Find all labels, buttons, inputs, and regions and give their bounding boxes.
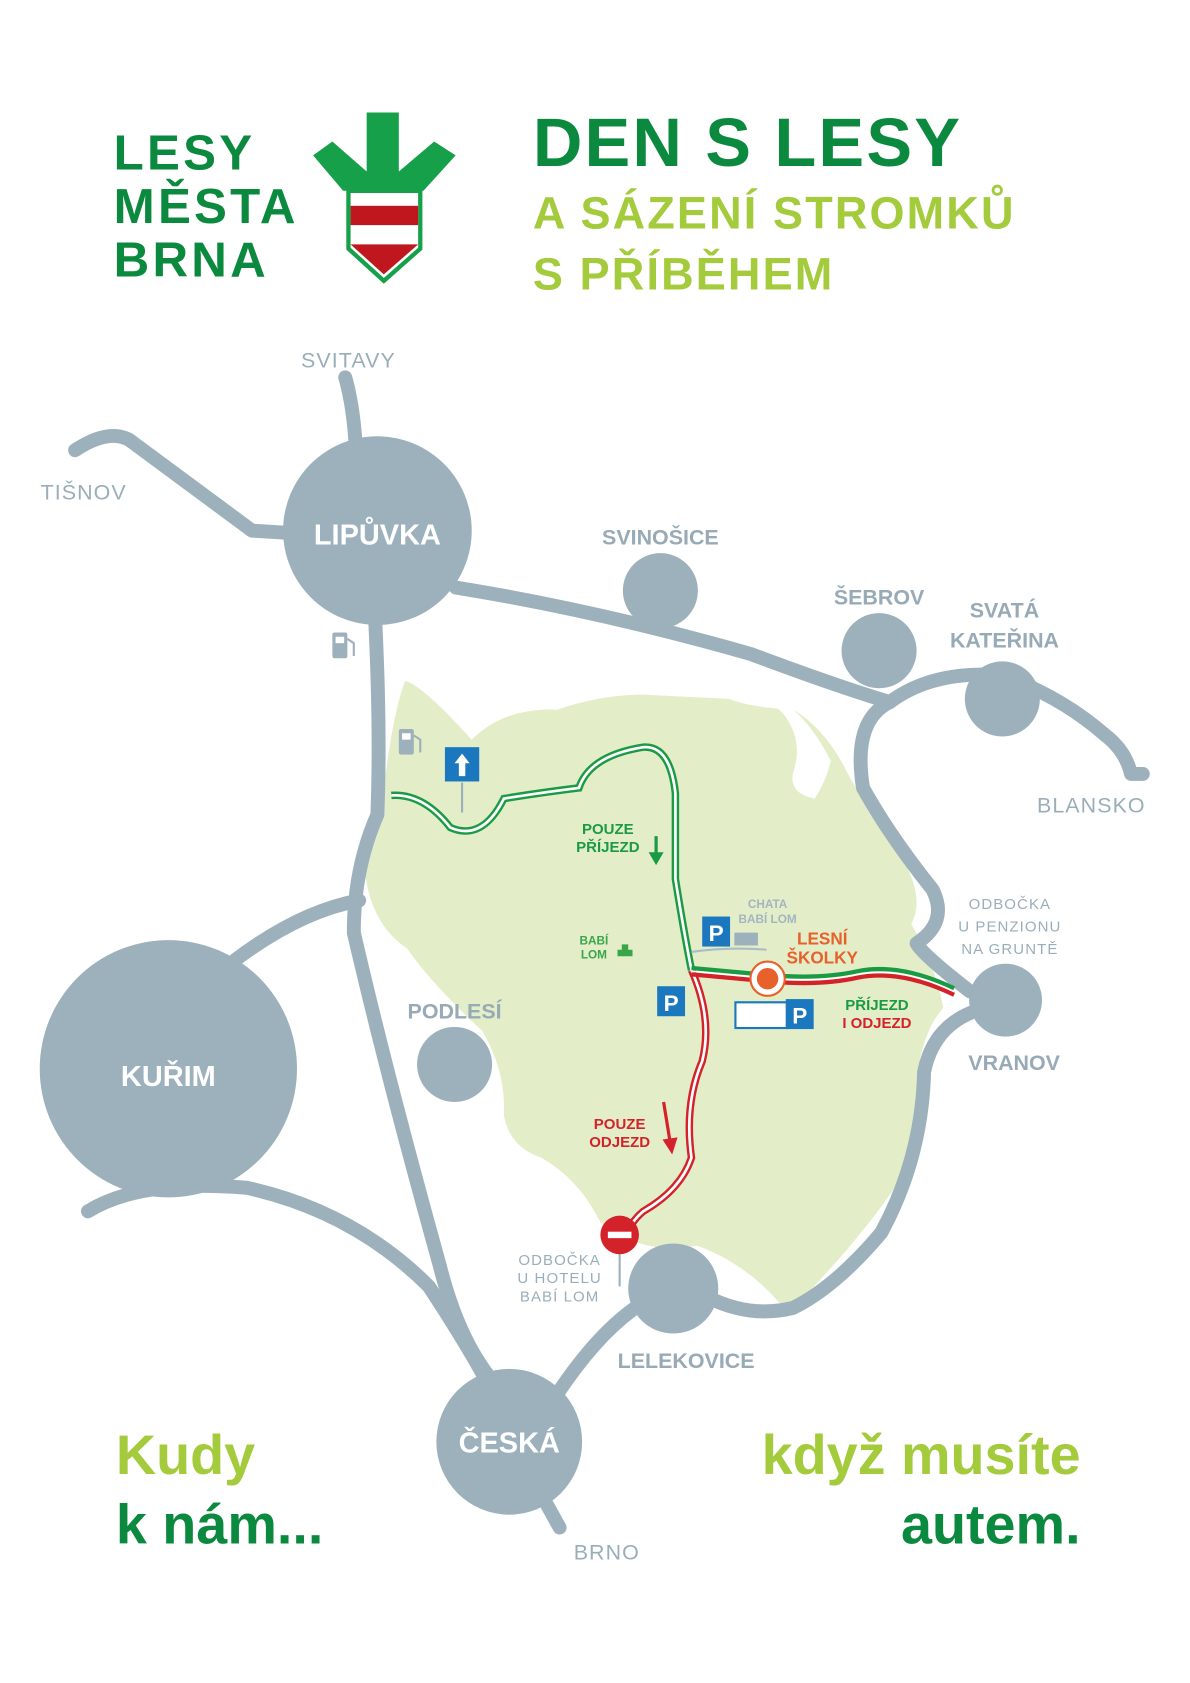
- roads: [68, 370, 1150, 1535]
- arrow-down-green-icon: [648, 836, 664, 866]
- route-arrival-only: [391, 743, 696, 971]
- town-label-podlesi: PODLESÍ: [408, 998, 503, 1023]
- chata-building-icon: [734, 932, 758, 946]
- one-way-sign-icon: [444, 747, 480, 813]
- parking-sign-icon: P: [702, 916, 731, 947]
- parking-label: P: [709, 921, 724, 946]
- direction-blansko: BLANSKO: [1037, 794, 1146, 818]
- title-sub-1: A SÁZENÍ STROMKŮ: [533, 184, 1016, 238]
- label-lesni-skolky-2: ŠKOLKY: [787, 948, 859, 968]
- label-hotel-1: ODBOČKA: [518, 1252, 601, 1269]
- label-babi-lom-2: LOM: [581, 948, 607, 961]
- label-pouze-prijezd-2: PŘÍJEZD: [576, 838, 640, 856]
- arrow-down-red-icon: [662, 1101, 678, 1155]
- logo: LESY MĚSTA BRNA: [114, 112, 456, 288]
- forest-clearing: [728, 695, 831, 799]
- footer-right-1: když musíte: [762, 1424, 1081, 1486]
- footer-left-2: k nám...: [116, 1494, 324, 1556]
- label-prijezd-odjezd-1: PŘÍJEZD: [845, 996, 909, 1014]
- town-marker-vranov: [969, 963, 1043, 1037]
- town-label-svata-2: KATEŘINA: [950, 627, 1059, 652]
- town-ceska: ČESKÁ: [436, 1368, 583, 1515]
- logo-line-1: LESY: [114, 125, 256, 180]
- label-chata-1: CHATA: [748, 898, 788, 911]
- label-pouze-prijezd-1: POUZE: [582, 821, 634, 838]
- route-departure-only: [623, 968, 710, 1236]
- town-marker-podlesi: [417, 1026, 493, 1102]
- direction-brno: BRNO: [574, 1541, 640, 1565]
- fuel-station-icon: [398, 728, 422, 755]
- label-penzion-3: NA GRUNTĚ: [961, 941, 1058, 958]
- parking-label: P: [792, 1004, 807, 1029]
- parking-sign-icon: P: [657, 986, 686, 1017]
- town-label-sebrov: ŠEBROV: [834, 585, 925, 610]
- footer-left-1: Kudy: [116, 1424, 255, 1486]
- label-penzion-2: U PENZIONU: [958, 919, 1061, 936]
- forest-area: [364, 680, 944, 1314]
- parking-label: P: [664, 991, 679, 1016]
- town-kurim: KUŘIM: [39, 940, 297, 1198]
- town-label-ceska: ČESKÁ: [459, 1426, 560, 1460]
- title-sub-2: S PŘÍBĚHEM: [533, 248, 835, 299]
- label-hotel-2: U HOTELU: [517, 1270, 601, 1287]
- logo-line-3: BRNA: [114, 233, 269, 288]
- label-babi-lom-1: BABÍ: [580, 934, 610, 947]
- label-lesni-skolky-1: LESNÍ: [797, 928, 849, 948]
- town-label-lelekovice: LELEKOVICE: [618, 1349, 755, 1373]
- town-label-svinosice: SVINOŠICE: [602, 525, 719, 550]
- town-label-kurim: KUŘIM: [121, 1059, 216, 1093]
- title-main: DEN S LESY: [533, 104, 962, 181]
- no-entry-sign-icon: [600, 1215, 639, 1287]
- label-pouze-odjezd-1: POUZE: [594, 1116, 646, 1133]
- fuel-station-icon: [332, 632, 355, 659]
- logo-line-2: MĚSTA: [114, 178, 299, 234]
- label-penzion-1: ODBOČKA: [969, 896, 1052, 913]
- town-marker-lelekovice: [628, 1243, 719, 1334]
- label-pouze-odjezd-2: ODJEZD: [589, 1134, 650, 1151]
- town-lipuvka: LIPŮVKA: [283, 436, 472, 625]
- town-label-lipuvka: LIPŮVKA: [314, 516, 441, 552]
- town-marker-sebrov: [841, 613, 917, 689]
- town-marker-svinosice: [622, 553, 698, 629]
- tree-shield-emblem-icon: [313, 112, 456, 284]
- parking-lot-icon: P: [734, 999, 814, 1030]
- peak-icon: [617, 944, 633, 957]
- label-chata-2: BABÍ LOM: [738, 913, 796, 926]
- label-prijezd-odjezd-2: I ODJEZD: [842, 1015, 911, 1032]
- town-label-svata-1: SVATÁ: [970, 597, 1039, 622]
- chata-access-road: [691, 947, 767, 953]
- label-hotel-3: BABÍ LOM: [520, 1288, 599, 1305]
- town-label-vranov: VRANOV: [968, 1051, 1060, 1075]
- direction-tisnov: TIŠNOV: [41, 480, 127, 505]
- footer-right-2: autem.: [901, 1494, 1081, 1556]
- town-marker-svata-katerina: [964, 661, 1040, 737]
- lesni-skolky-marker-icon: [749, 960, 786, 997]
- direction-svitavy: SVITAVY: [301, 349, 396, 373]
